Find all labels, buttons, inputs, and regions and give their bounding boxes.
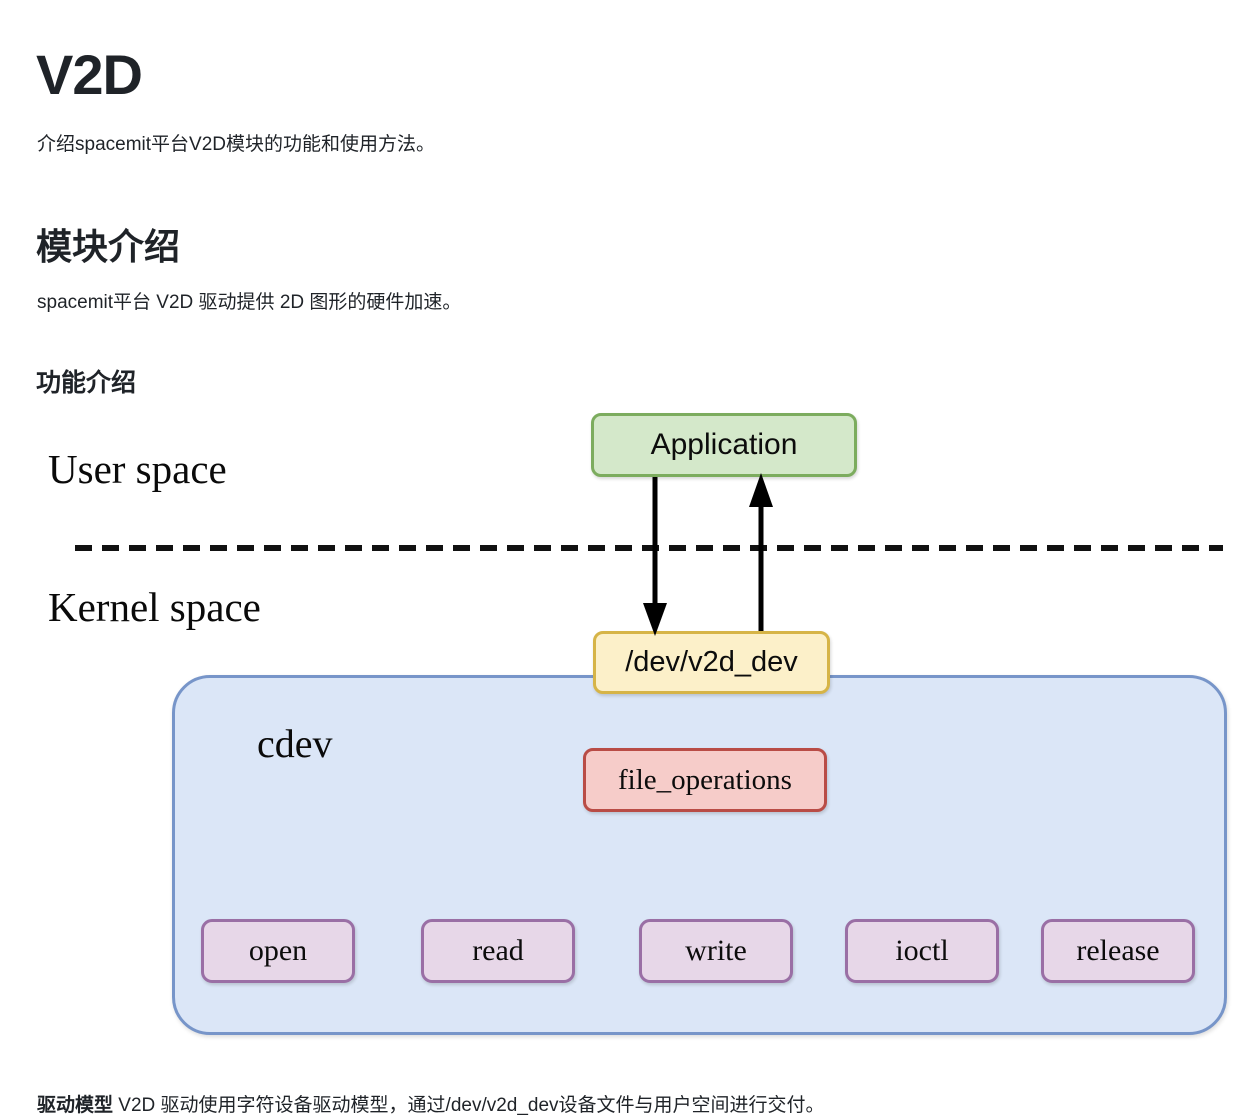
diagram-caption-body: V2D 驱动使用字符设备驱动模型，通过/dev/v2d_dev设备文件与用户空间… xyxy=(113,1095,825,1116)
node-operation-read: read xyxy=(421,919,575,983)
user-kernel-boundary-dashed-line xyxy=(75,545,1223,551)
diagram-label-user-space: User space xyxy=(48,446,227,492)
subsection-heading-feature-intro: 功能介绍 xyxy=(36,369,137,397)
arrow-down-application-to-device xyxy=(643,477,667,636)
node-operation-open: open xyxy=(201,919,355,983)
diagram-label-kernel-space: Kernel space xyxy=(48,584,261,630)
file-operation-node-row: open read write ioctl release xyxy=(0,919,1246,983)
node-operation-release: release xyxy=(1041,919,1195,983)
diagram-label-cdev: cdev xyxy=(257,721,333,766)
diagram-caption-bold: 驱动模型 xyxy=(37,1095,114,1116)
page-title: V2D xyxy=(36,42,143,106)
node-device-file: /dev/v2d_dev xyxy=(593,631,830,694)
node-file-operations: file_operations xyxy=(583,748,827,812)
node-application: Application xyxy=(591,413,857,477)
section-heading-module-intro: 模块介绍 xyxy=(36,225,181,267)
arrow-up-device-to-application xyxy=(749,473,773,631)
section-paragraph-module-intro: spacemit平台 V2D 驱动提供 2D 图形的硬件加速。 xyxy=(37,292,462,313)
node-operation-ioctl: ioctl xyxy=(845,919,999,983)
page-subtitle: 介绍spacemit平台V2D模块的功能和使用方法。 xyxy=(37,134,435,155)
node-operation-write: write xyxy=(639,919,793,983)
driver-model-diagram: User space Kernel space cdev Application… xyxy=(0,395,1246,1055)
diagram-caption: 驱动模型 V2D 驱动使用字符设备驱动模型，通过/dev/v2d_dev设备文件… xyxy=(37,1090,825,1117)
